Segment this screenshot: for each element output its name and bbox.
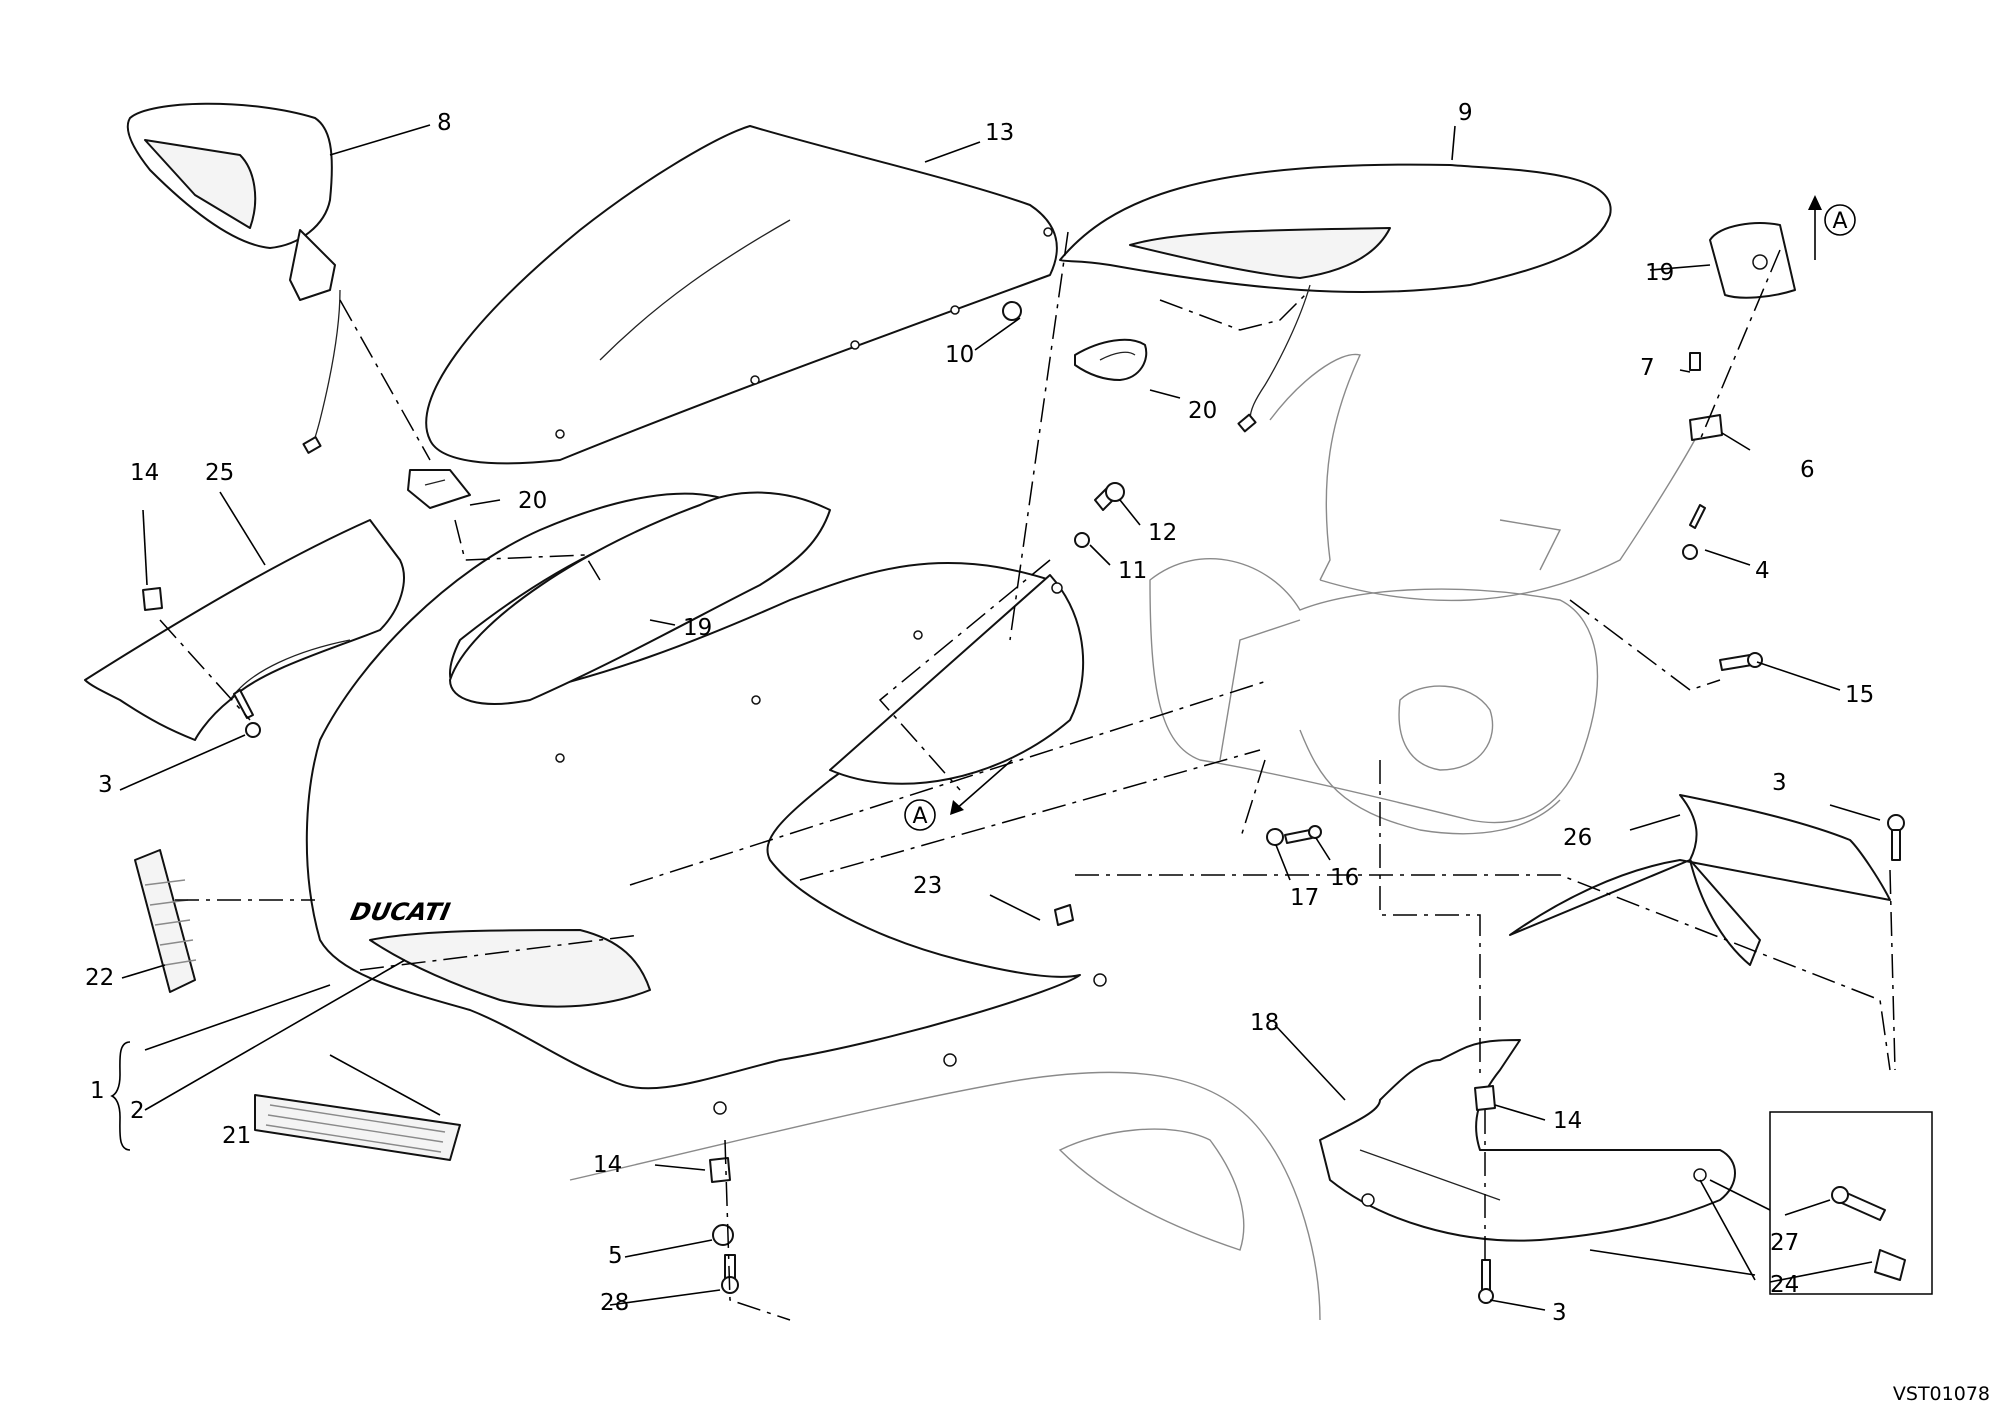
callout-6: 6 bbox=[1800, 457, 1815, 483]
callout-7: 7 bbox=[1640, 355, 1655, 381]
callout-25: 25 bbox=[205, 460, 234, 486]
mirror-pad-right-part bbox=[1074, 338, 1148, 381]
view-arrow-lower bbox=[950, 759, 1013, 815]
callout-16: 16 bbox=[1330, 865, 1359, 891]
callout-8: 8 bbox=[437, 110, 452, 136]
callout-19-lower: 19 bbox=[683, 615, 712, 641]
callout-3-bottom: 3 bbox=[1552, 1300, 1567, 1326]
callout-21: 21 bbox=[222, 1123, 251, 1149]
callout-23: 23 bbox=[913, 873, 942, 899]
fuel-tank-outline bbox=[569, 1071, 1321, 1321]
view-marker-upper: A bbox=[1824, 204, 1856, 236]
callout-17: 17 bbox=[1290, 885, 1319, 911]
callout-22: 22 bbox=[85, 965, 114, 991]
callout-13: 13 bbox=[985, 120, 1014, 146]
reference-code: VST01078 bbox=[1893, 1383, 1990, 1405]
callout-14-left: 14 bbox=[130, 460, 159, 486]
view-marker-lower: A bbox=[904, 799, 936, 831]
callout-3-right: 3 bbox=[1772, 770, 1787, 796]
callout-12: 12 bbox=[1148, 520, 1177, 546]
side-grid-part bbox=[134, 849, 197, 993]
assembly-lines bbox=[159, 231, 1896, 1321]
callout-1: 1 bbox=[90, 1078, 105, 1104]
group-bracket bbox=[110, 1041, 131, 1151]
ducati-decal: DUCATI bbox=[348, 897, 453, 926]
callout-2: 2 bbox=[130, 1098, 145, 1124]
callout-10: 10 bbox=[945, 342, 974, 368]
callout-28: 28 bbox=[600, 1290, 629, 1316]
left-mirror-part bbox=[126, 102, 341, 454]
callout-14-right: 14 bbox=[1553, 1108, 1582, 1134]
windscreen-part bbox=[425, 125, 1058, 465]
fasteners bbox=[142, 301, 1905, 1304]
callout-14-bottom: 14 bbox=[593, 1152, 622, 1178]
tank-window-outline bbox=[1058, 1128, 1245, 1251]
leader-lines bbox=[119, 124, 1881, 1311]
callout-labels: 8 13 9 10 20 20 19 7 6 4 12 11 15 14 25 … bbox=[85, 100, 1874, 1326]
callout-3-left: 3 bbox=[98, 772, 113, 798]
callout-26: 26 bbox=[1563, 825, 1592, 851]
callout-24: 24 bbox=[1770, 1272, 1799, 1298]
callout-11: 11 bbox=[1118, 558, 1147, 584]
mirror-pad-left-part bbox=[407, 469, 471, 509]
callout-27: 27 bbox=[1770, 1230, 1799, 1256]
lower-grid-part bbox=[254, 1094, 461, 1161]
view-marker-lower-label: A bbox=[912, 804, 927, 829]
view-marker-upper-label: A bbox=[1832, 209, 1847, 234]
front-fairing-part bbox=[305, 491, 1107, 1115]
right-inner-panel-part bbox=[1509, 794, 1891, 966]
right-mirror-part bbox=[1059, 163, 1612, 433]
nut-24-part bbox=[1874, 1249, 1906, 1281]
headlight-assembly-part bbox=[1149, 353, 1701, 835]
callout-9: 9 bbox=[1458, 100, 1473, 126]
callout-15: 15 bbox=[1845, 682, 1874, 708]
screw-27-part bbox=[1831, 1186, 1886, 1221]
callout-18: 18 bbox=[1250, 1010, 1279, 1036]
callout-4: 4 bbox=[1755, 558, 1770, 584]
callout-5: 5 bbox=[608, 1243, 623, 1269]
bracket-upper-part bbox=[1709, 222, 1796, 299]
lower-cover-part bbox=[1319, 1039, 1736, 1242]
callout-20-right: 20 bbox=[1188, 398, 1217, 424]
callout-19-upper: 19 bbox=[1645, 260, 1674, 286]
callout-20-left: 20 bbox=[518, 488, 547, 514]
view-arrow-upper bbox=[1808, 195, 1822, 260]
